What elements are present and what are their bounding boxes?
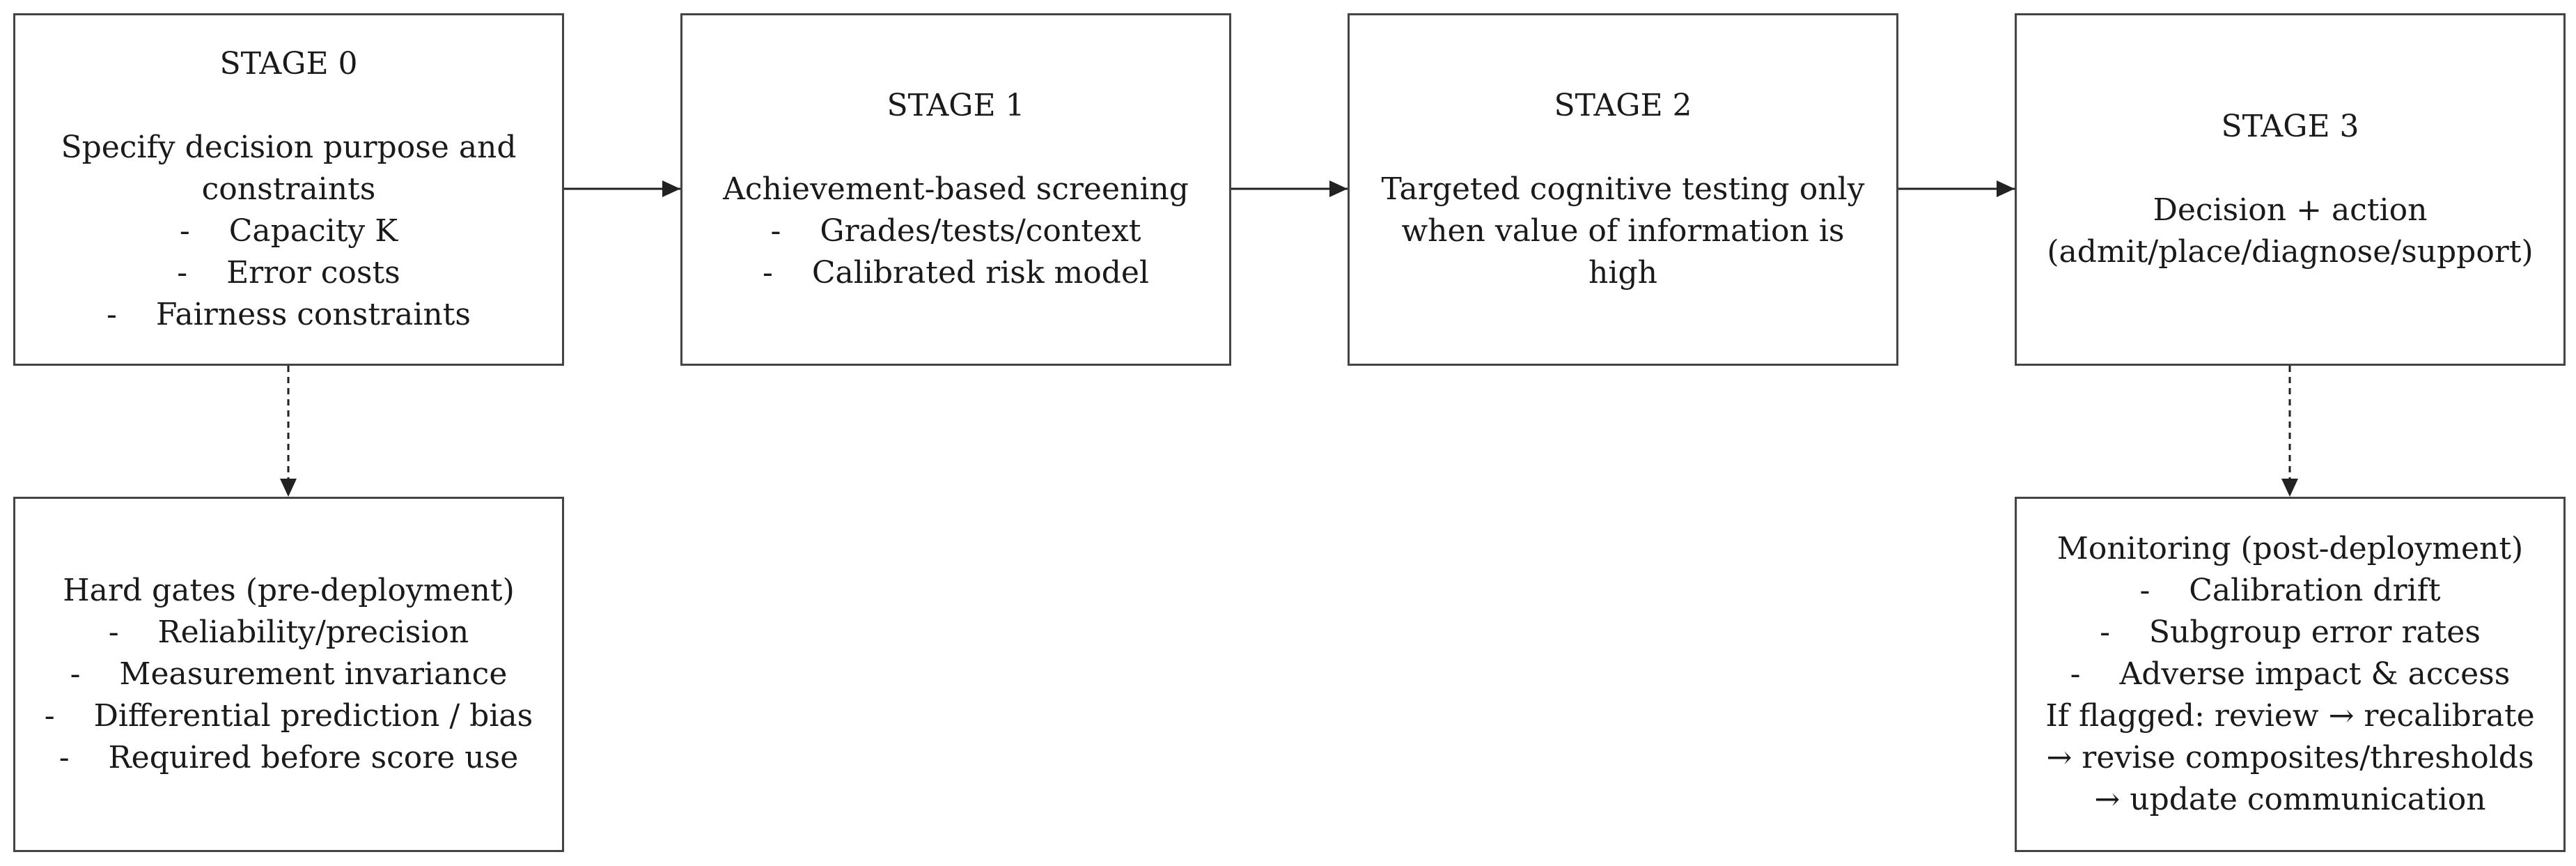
stage-0-item-capacity: Capacity K (180, 210, 398, 252)
stage-2-description-line-1: Targeted cognitive testing only (1381, 171, 1865, 207)
hard-gates-item-invariance: Measurement invariance (70, 654, 507, 695)
stage-0-item-error-costs: Error costs (177, 252, 400, 294)
stage-1-item-risk-model: Calibrated risk model (763, 252, 1149, 294)
stage-1-description: Achievement-based screening (723, 171, 1189, 207)
hard-gates-item-differential-prediction: Differential prediction / bias (45, 695, 533, 737)
hard-gates-box: Hard gates (pre-deployment) Reliability/… (13, 497, 564, 852)
hard-gates-item-required: Required before score use (59, 737, 519, 779)
stage-2-description-line-2: when value of information is (1401, 213, 1845, 249)
monitoring-flag-line-3: → update communication (2094, 782, 2486, 817)
monitoring-flag-line-1: If flagged: review → recalibrate (2045, 698, 2535, 734)
stage-0-title: STAGE 0 (219, 46, 358, 82)
stage-3-description-line-2: (admit/place/diagnose/support) (2047, 234, 2534, 270)
stage-3-box: STAGE 3 Decision + action (admit/place/d… (2015, 13, 2566, 366)
stage-0-item-fairness: Fairness constraints (107, 294, 471, 336)
stage-2-title: STAGE 2 (1554, 88, 1692, 123)
monitoring-item-adverse-impact: Adverse impact & access (2070, 654, 2510, 695)
stage-1-item-grades: Grades/tests/context (771, 210, 1141, 252)
hard-gates-item-reliability: Reliability/precision (109, 612, 469, 654)
stage-2-description-line-3: high (1588, 255, 1657, 291)
monitoring-item-calibration-drift: Calibration drift (2139, 570, 2440, 612)
stage-0-description-line-1: Specify decision purpose and (61, 130, 517, 165)
hard-gates-title: Hard gates (pre-deployment) (63, 573, 515, 608)
monitoring-item-subgroup-error: Subgroup error rates (2100, 612, 2481, 654)
stage-2-box: STAGE 2 Targeted cognitive testing only … (1348, 13, 1898, 366)
stage-3-title: STAGE 3 (2221, 109, 2359, 144)
stage-3-description-line-1: Decision + action (2153, 192, 2428, 228)
stage-0-description-line-2: constraints (201, 171, 376, 207)
stage-1-title: STAGE 1 (887, 88, 1025, 123)
monitoring-flag-line-2: → revise composites/thresholds (2046, 740, 2534, 775)
monitoring-title: Monitoring (post-deployment) (2056, 531, 2524, 566)
stage-1-box: STAGE 1 Achievement-based screening Grad… (680, 13, 1231, 366)
monitoring-box: Monitoring (post-deployment) Calibration… (2015, 497, 2566, 852)
stage-0-box: STAGE 0 Specify decision purpose and con… (13, 13, 564, 366)
